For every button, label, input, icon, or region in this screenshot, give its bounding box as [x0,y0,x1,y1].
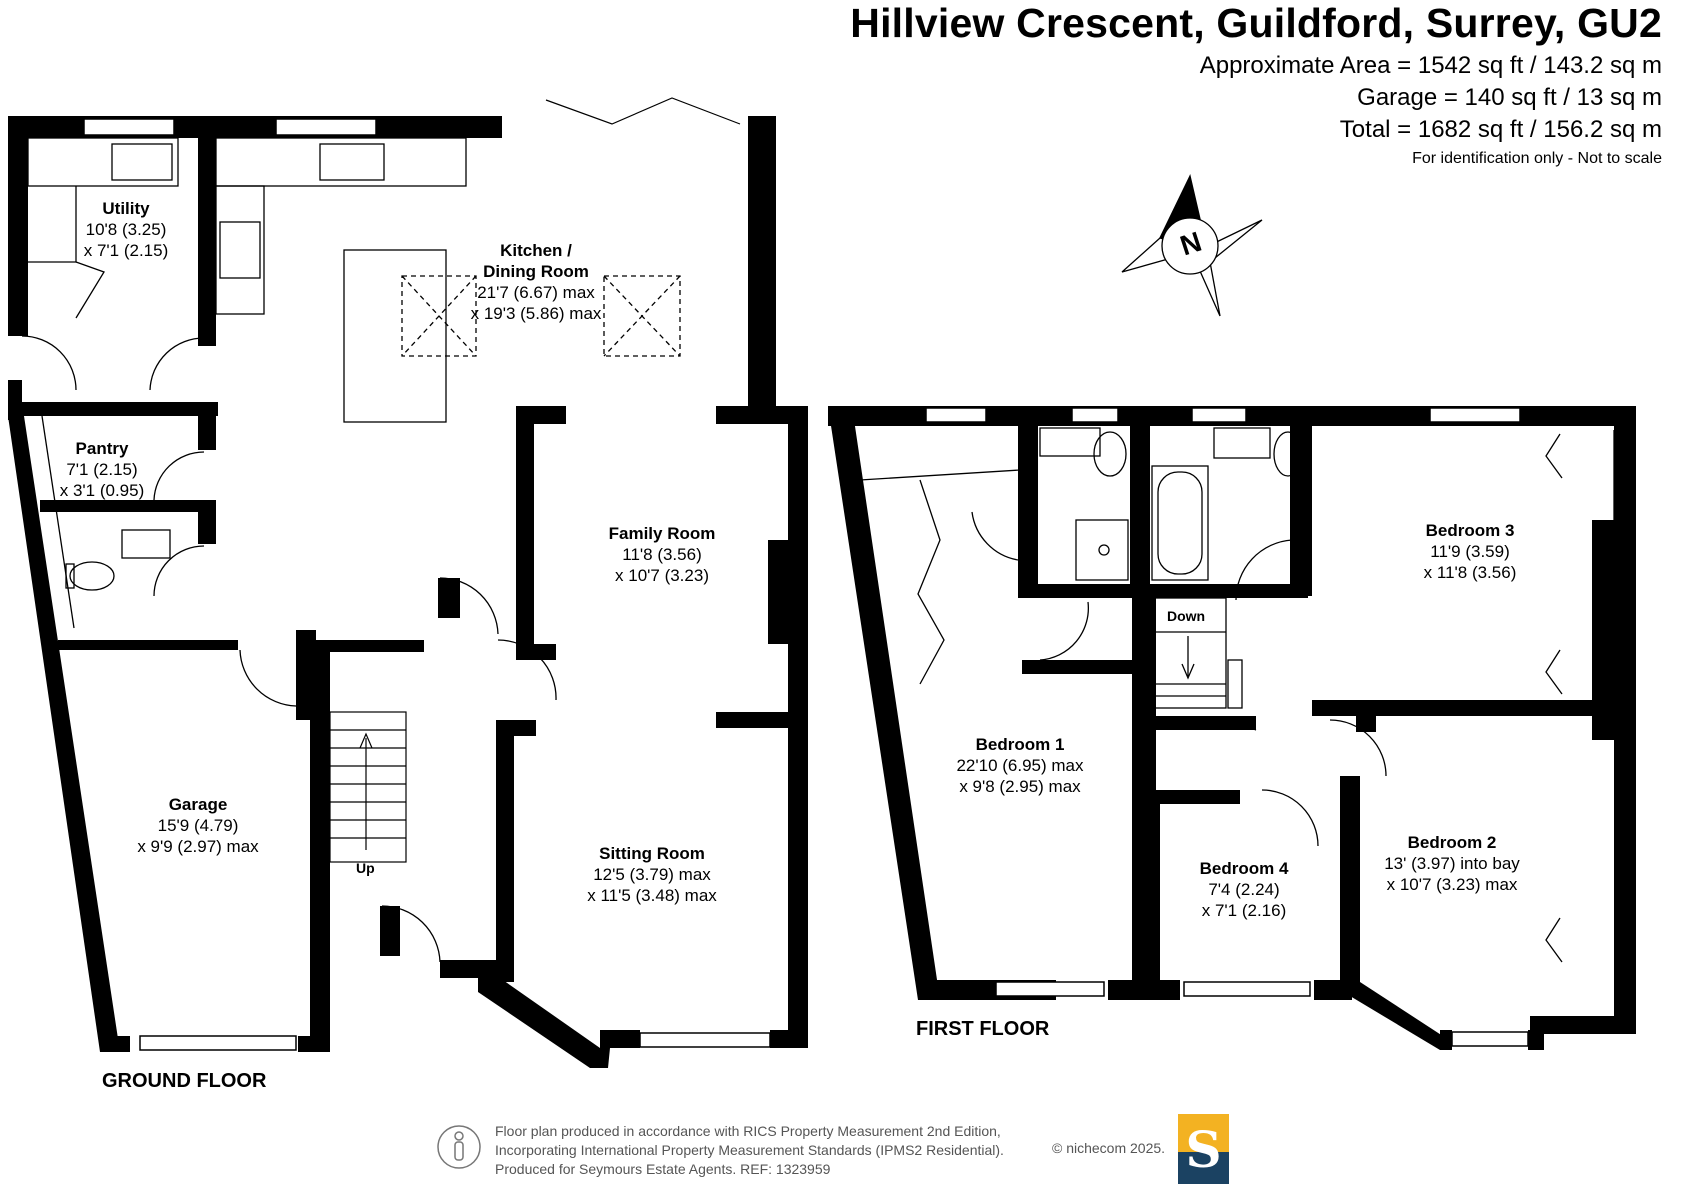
room-bedroom-1: Bedroom 1 22'10 (6.95) max x 9'8 (2.95) … [956,734,1083,797]
room-name: Pantry [75,439,129,458]
room-dim: 7'4 (2.24) [1208,880,1280,899]
kitchen-fittings [27,137,681,423]
logo-letter: S [1185,1120,1222,1179]
room-name: Bedroom 2 [1407,833,1497,852]
stairs-up-label: Up [356,860,375,876]
room-dim: x 11'8 (3.56) [1423,563,1517,582]
room-name-line2: Dining Room [483,262,589,281]
area-garage: Garage = 140 sq ft / 13 sq m [1357,84,1662,111]
room-pantry: Pantry 7'1 (2.15) x 3'1 (0.95) [60,438,145,501]
room-dim: 11'9 (3.59) [1430,542,1510,561]
person-icon [437,1125,481,1169]
footer-line: Floor plan produced in accordance with R… [495,1123,1001,1139]
room-name: Bedroom 3 [1425,521,1515,540]
stairs-down-label: Down [1167,608,1206,624]
room-dim: x 7'1 (2.15) [83,241,169,260]
footer-line: Incorporating International Property Mea… [495,1142,1004,1158]
room-dim: x 10'7 (3.23) [615,566,709,585]
area-total: Total = 1682 sq ft / 156.2 sq m [1339,116,1662,143]
area-approx: Approximate Area = 1542 sq ft / 143.2 sq… [1199,52,1662,79]
copyright: © nichecom 2025. [1052,1140,1166,1156]
room-name: Garage [168,795,228,814]
agent-logo: S [1178,1114,1229,1184]
room-bedroom-3: Bedroom 3 11'9 (3.59) x 11'8 (3.56) [1424,520,1517,583]
room-dim: 21'7 (6.67) max [477,283,595,302]
room-name: Utility [102,199,150,218]
room-dim: x 10'7 (3.23) max [1386,875,1518,894]
first-floor-walls [828,406,1636,1050]
first-floor-windows [925,407,1529,1047]
room-dim: x 9'9 (2.97) max [137,837,259,856]
room-dim: 10'8 (3.25) [85,220,167,239]
ground-wc [41,415,171,629]
footer-notes: Floor plan produced in accordance with R… [495,1122,1004,1179]
first-floor-doors [971,511,1387,847]
footer-line: Produced for Seymours Estate Agents. REF… [495,1161,831,1177]
room-name: Family Room [608,524,716,543]
room-kitchen-dining: Kitchen / Dining Room 21'7 (6.67) max x … [471,240,602,324]
disclaimer: For identification only - Not to scale [1412,150,1662,167]
room-dim: x 3'1 (0.95) [59,481,145,500]
ground-floor-doors [21,335,557,963]
room-dim: 7'1 (2.15) [66,460,138,479]
ground-floor-label: GROUND FLOOR [102,1070,267,1092]
room-dim: 12'5 (3.79) max [593,865,711,884]
logo-bottom [1178,1152,1229,1184]
first-floor-label: FIRST FLOOR [916,1018,1050,1040]
ground-floor-walls [8,116,808,1068]
room-dim: 15'9 (4.79) [157,816,239,835]
room-family: Family Room 11'8 (3.56) x 10'7 (3.23) [609,523,716,586]
first-floor-fittings [859,427,1615,963]
room-sitting: Sitting Room 12'5 (3.79) max x 11'5 (3.4… [587,843,717,906]
room-dim: x 7'1 (2.16) [1201,901,1287,920]
bifold-doors [545,97,741,125]
room-dim: x 19'3 (5.86) max [470,304,602,323]
room-name: Sitting Room [599,844,705,863]
room-dim: 13' (3.97) into bay [1384,854,1520,873]
room-bedroom-4: Bedroom 4 7'4 (2.24) x 7'1 (2.16) [1200,858,1289,921]
room-name: Bedroom 1 [975,735,1065,754]
room-utility: Utility 10'8 (3.25) x 7'1 (2.15) [84,198,169,261]
room-name: Bedroom 4 [1199,859,1289,878]
ground-stairs [329,711,407,863]
room-dim: 22'10 (6.95) max [956,756,1084,775]
ground-floor-windows [83,118,771,1051]
property-address: Hillview Crescent, Guildford, Surrey, GU… [850,0,1662,46]
logo-top [1178,1114,1229,1152]
room-dim: x 11'5 (3.48) max [587,886,717,905]
room-dim: 11'8 (3.56) [622,545,702,564]
room-garage: Garage 15'9 (4.79) x 9'9 (2.97) max [137,794,258,857]
room-name: Kitchen / [500,241,572,260]
compass-rose [1121,174,1263,317]
room-bedroom-2: Bedroom 2 13' (3.97) into bay x 10'7 (3.… [1384,832,1520,895]
room-dim: x 9'8 (2.95) max [959,777,1081,796]
